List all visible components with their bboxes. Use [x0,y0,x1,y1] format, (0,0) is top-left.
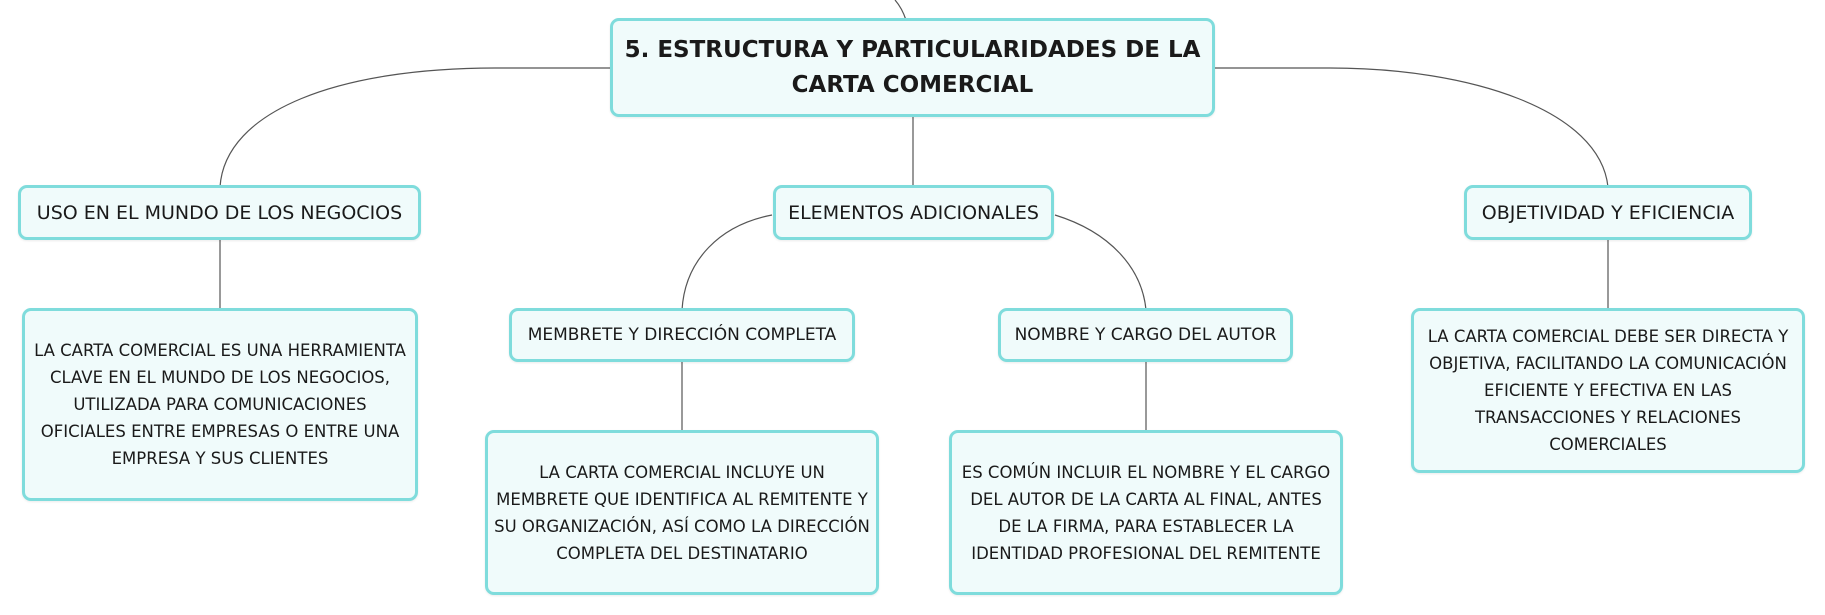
subtopic-autor-label: NOMBRE Y CARGO DEL AUTOR [1014,325,1277,345]
connector-parent-to-root [894,0,907,21]
topic-uso-node[interactable]: USO EN EL MUNDO DE LOS NEGOCIOS [18,185,421,240]
objetividad-detail-text: LA CARTA COMERCIAL DEBE SER DIRECTA Y OB… [1427,327,1789,454]
connector-elementos-to-membrete [681,214,773,311]
topic-objetividad-label: OBJETIVIDAD Y EFICIENCIA [1481,201,1735,224]
connector-root-to-uso [219,67,610,188]
subtopic-membrete-label: MEMBRETE Y DIRECCIÓN COMPLETA [527,325,837,345]
autor-detail-node[interactable]: ES COMÚN INCLUIR EL NOMBRE Y EL CARGO DE… [949,430,1343,595]
membrete-detail-node[interactable]: LA CARTA COMERCIAL INCLUYE UN MEMBRETE Q… [485,430,879,595]
autor-detail-text: ES COMÚN INCLUIR EL NOMBRE Y EL CARGO DE… [961,462,1331,563]
root-topic-title: 5. ESTRUCTURA Y PARTICULARIDADES DE LA C… [624,36,1201,98]
uso-detail-text: LA CARTA COMERCIAL ES UNA HERRAMIENTA CL… [34,341,406,468]
root-topic-node[interactable]: 5. ESTRUCTURA Y PARTICULARIDADES DE LA C… [610,18,1215,117]
subtopic-autor-node[interactable]: NOMBRE Y CARGO DEL AUTOR [998,308,1293,362]
topic-elementos-label: ELEMENTOS ADICIONALES [788,201,1039,224]
topic-objetividad-node[interactable]: OBJETIVIDAD Y EFICIENCIA [1464,185,1752,240]
connector-elementos-to-autor [1054,214,1147,311]
topic-elementos-node[interactable]: ELEMENTOS ADICIONALES [773,185,1054,240]
uso-detail-node[interactable]: LA CARTA COMERCIAL ES UNA HERRAMIENTA CL… [22,308,418,501]
connector-root-to-objetividad [1215,67,1609,188]
subtopic-membrete-node[interactable]: MEMBRETE Y DIRECCIÓN COMPLETA [509,308,855,362]
membrete-detail-text: LA CARTA COMERCIAL INCLUYE UN MEMBRETE Q… [494,462,870,563]
topic-uso-label: USO EN EL MUNDO DE LOS NEGOCIOS [36,201,403,224]
objetividad-detail-node[interactable]: LA CARTA COMERCIAL DEBE SER DIRECTA Y OB… [1411,308,1805,473]
